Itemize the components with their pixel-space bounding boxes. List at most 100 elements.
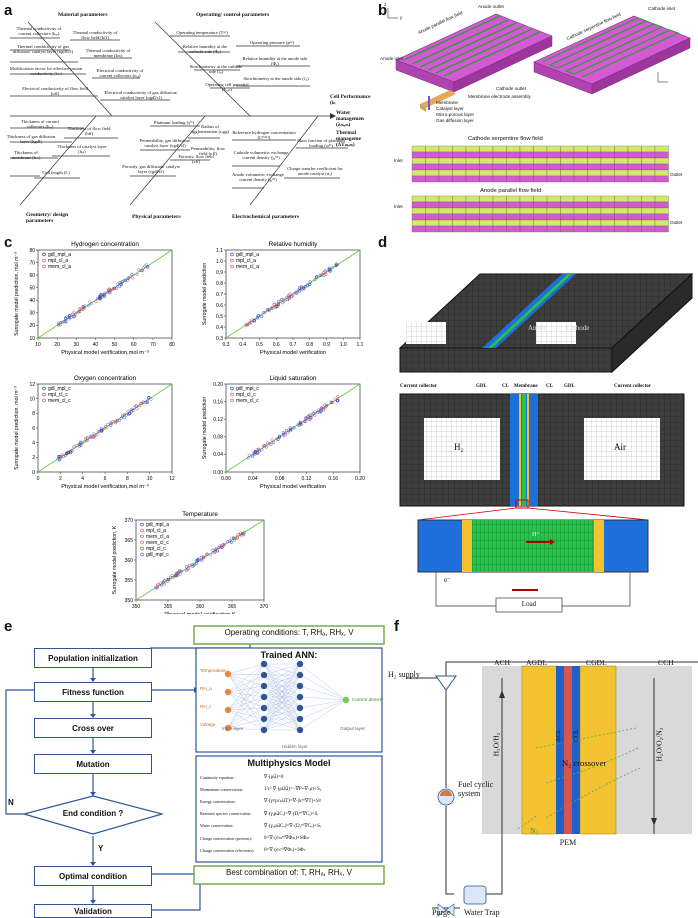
scatter-point — [84, 436, 88, 441]
legend-marker — [42, 264, 46, 269]
scatter-point — [275, 303, 279, 307]
scatter-point — [281, 301, 285, 305]
geometry-item: Thickness of gas diffusion layer (hgdl) — [6, 134, 56, 145]
x-tick-label: 365 — [228, 604, 237, 610]
legend-label: gdl_mpl_c — [48, 386, 71, 392]
scatter-point — [103, 291, 107, 295]
step-fitness-function: Fitness function — [34, 682, 152, 702]
panel-label-b: b — [378, 2, 388, 19]
label-eminus: e⁻ — [444, 576, 451, 584]
scatter-point — [149, 397, 153, 401]
flow-grid-cell — [519, 201, 534, 209]
flow-grid-cell — [479, 219, 494, 227]
ann-output-label: Current density — [352, 697, 384, 702]
ann-neuron — [296, 682, 304, 690]
flow-grid-cell — [452, 169, 467, 177]
panel-label-c: c — [4, 234, 13, 251]
flow-grid-cell — [479, 175, 494, 183]
scatter-point — [336, 394, 340, 399]
layer-label: Micro-porous layer — [436, 112, 475, 117]
flow-grid-cell — [519, 213, 534, 221]
flow-field-panel: Anode outlet Cathode inlet Anode paralle… — [376, 0, 698, 233]
scatter-point — [106, 291, 110, 295]
y-tick-label: 60 — [29, 273, 35, 279]
ann-neuron — [342, 696, 350, 704]
electro-item: Cathode volumetric exchange current dens… — [233, 150, 289, 161]
flow-grid-cell — [519, 157, 534, 165]
scatter-point — [304, 416, 308, 420]
equation-row: Water conservation:∇·(γᵥρu⃗Cᵥ)=∇·(Dᵥᵉᶠᶠ∇… — [200, 820, 380, 832]
scatter-point — [205, 552, 209, 556]
label-mea: Membrane electrode assembly — [468, 94, 531, 99]
flow-grid-cell — [587, 201, 602, 209]
flow-grid-cell — [614, 201, 629, 209]
scatter-point — [267, 308, 271, 312]
scatter-point — [127, 411, 131, 415]
scatter-point — [109, 423, 113, 427]
ann-connection — [263, 685, 301, 731]
x-tick-label: 10 — [147, 476, 153, 482]
equation-formula: ∇·(γᵢρu⃗Cᵢ)=∇·(Dᵢᵉᶠᶠ∇Cᵢ)+Sᵢ — [264, 811, 319, 817]
step-population-init: Population initialization — [34, 648, 152, 668]
flow-grid-cell — [465, 207, 480, 215]
flow-grid-cell — [533, 225, 548, 233]
flow-grid-cell — [546, 175, 561, 183]
panel-label-e: e — [4, 618, 13, 635]
legend-marker — [230, 392, 234, 397]
flow-grid-cell — [641, 145, 656, 153]
flow-grid-cell — [452, 201, 467, 209]
flow-grid-cell — [492, 151, 507, 159]
legend-label: mem_cl_c — [236, 398, 259, 404]
flow-grid-cell — [479, 225, 494, 233]
flow-grid-cell — [560, 157, 575, 165]
flow-grid-cell — [411, 163, 426, 171]
fuel-cell-svg — [406, 661, 698, 917]
scatter-point — [320, 272, 325, 276]
flow-grid-cell — [546, 201, 561, 209]
electro-item: Reference hydrogen concentration (Cᴴ²ʳᵉᶠ… — [232, 130, 296, 141]
label-n2: N₂ — [530, 826, 539, 835]
flow-grid-cell — [506, 175, 521, 183]
x-tick-label: 0 — [37, 476, 40, 482]
fuel-cell-schematic-panel: H₂ supply ACH AGDL CGDL CCH ACL CCL H₂O/… — [386, 618, 698, 918]
scatter-point — [309, 416, 313, 420]
y-tick-label: 40 — [29, 298, 35, 304]
flow-grid-cell — [492, 225, 507, 233]
flow-grid-cell — [614, 145, 629, 153]
scatter-point — [79, 443, 83, 447]
electro-item: Mass fraction of platinum loading (ωᴾᵗ) — [297, 138, 345, 149]
flow-grid-cell — [627, 225, 642, 233]
legend-marker — [140, 546, 144, 551]
flow-grid-cell — [506, 163, 521, 171]
scatter-point — [176, 573, 180, 577]
x-tick-label: 2 — [59, 476, 62, 482]
ann-connection — [227, 718, 265, 729]
y-tick-label: 80 — [29, 248, 35, 254]
ann-neuron — [260, 671, 268, 679]
legend-marker — [140, 528, 144, 533]
flow-grid-cell — [573, 225, 588, 233]
scatter-point — [253, 452, 257, 456]
scatter-point — [115, 286, 119, 290]
flow-grid-cell — [411, 175, 426, 183]
layer-name: CL — [502, 384, 509, 389]
ann-connection — [263, 663, 301, 687]
scatter-point — [171, 576, 175, 580]
x-tick-label: 370 — [260, 604, 269, 610]
y-tick-label: 8 — [32, 411, 35, 417]
grid2-inlet: Inlet — [394, 204, 403, 209]
scatter-point — [126, 276, 130, 280]
layer-name: GDL — [564, 384, 575, 389]
scatter-point — [60, 453, 64, 457]
y-tick-label: 365 — [125, 538, 134, 544]
equation-row: Momentum conservation:1/ε² ∇·(ρu⃗u⃗)=−∇P… — [200, 783, 380, 795]
scatter-point — [330, 266, 334, 270]
y-axis-label: Surrogate model prediction, K — [112, 525, 118, 594]
scatter-point — [78, 309, 82, 314]
flow-grid-cell — [533, 195, 548, 203]
flow-grid-cell — [560, 163, 575, 171]
scatter-point — [263, 310, 267, 314]
